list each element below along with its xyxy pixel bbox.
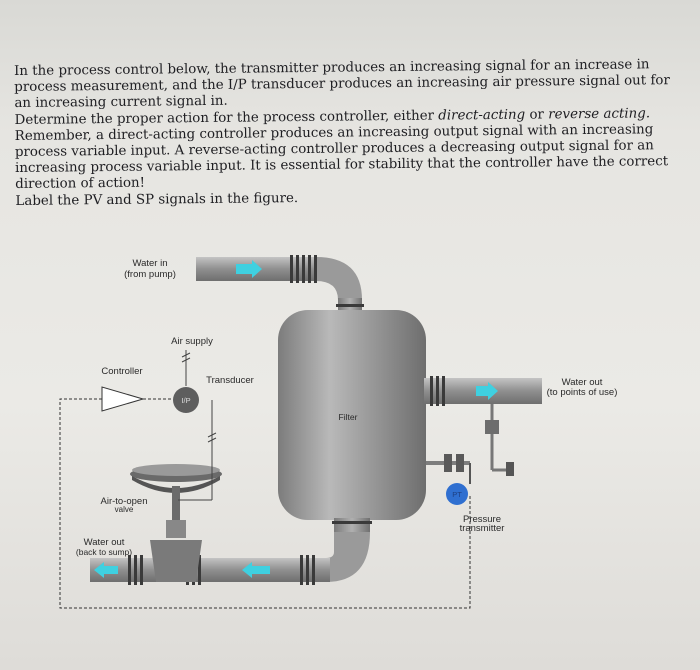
return-pipe: [90, 532, 370, 585]
return-flow-arrow-left: [94, 562, 118, 578]
inlet-flow-arrow: [236, 260, 262, 278]
valve-sub-label: valve: [115, 505, 134, 514]
pressure-transmitter-label: Pressure: [463, 514, 501, 525]
filter-tank: [278, 310, 426, 532]
filter-label: Filter: [339, 412, 358, 422]
pt-circle: [446, 483, 468, 505]
valve-label: Air-to-open: [101, 496, 148, 507]
pneumatic-tubing: [178, 350, 217, 501]
controller-label: Controller: [101, 366, 142, 377]
controller-symbol: [101, 386, 145, 412]
inlet-flange: [290, 255, 364, 307]
transducer-label: Transducer: [206, 375, 254, 386]
ip-transducer: [173, 387, 199, 413]
sump-sub-label: (back to sump): [76, 547, 132, 557]
signal-loop-dashed: [59, 398, 471, 609]
pressure-transmitter: [426, 454, 471, 505]
water-in-sub-label: (from pump): [124, 269, 176, 280]
outlet-pipe: [424, 376, 542, 476]
water-in-label: Water in: [132, 258, 167, 269]
control-valve: [130, 464, 222, 582]
pressure-transmitter-sub-label: transmitter: [460, 523, 505, 534]
water-out-label: Water out: [562, 377, 603, 388]
water-out-sub-label: (to points of use): [547, 387, 618, 398]
return-flow-arrow-right: [242, 562, 270, 578]
air-supply-label: Air supply: [171, 336, 213, 347]
pt-badge-label: PT: [452, 490, 462, 499]
sump-label: Water out: [84, 537, 125, 548]
outlet-flow-arrow: [476, 382, 498, 400]
inlet-pipe: [196, 255, 364, 310]
ip-badge-label: I/P: [181, 396, 190, 405]
